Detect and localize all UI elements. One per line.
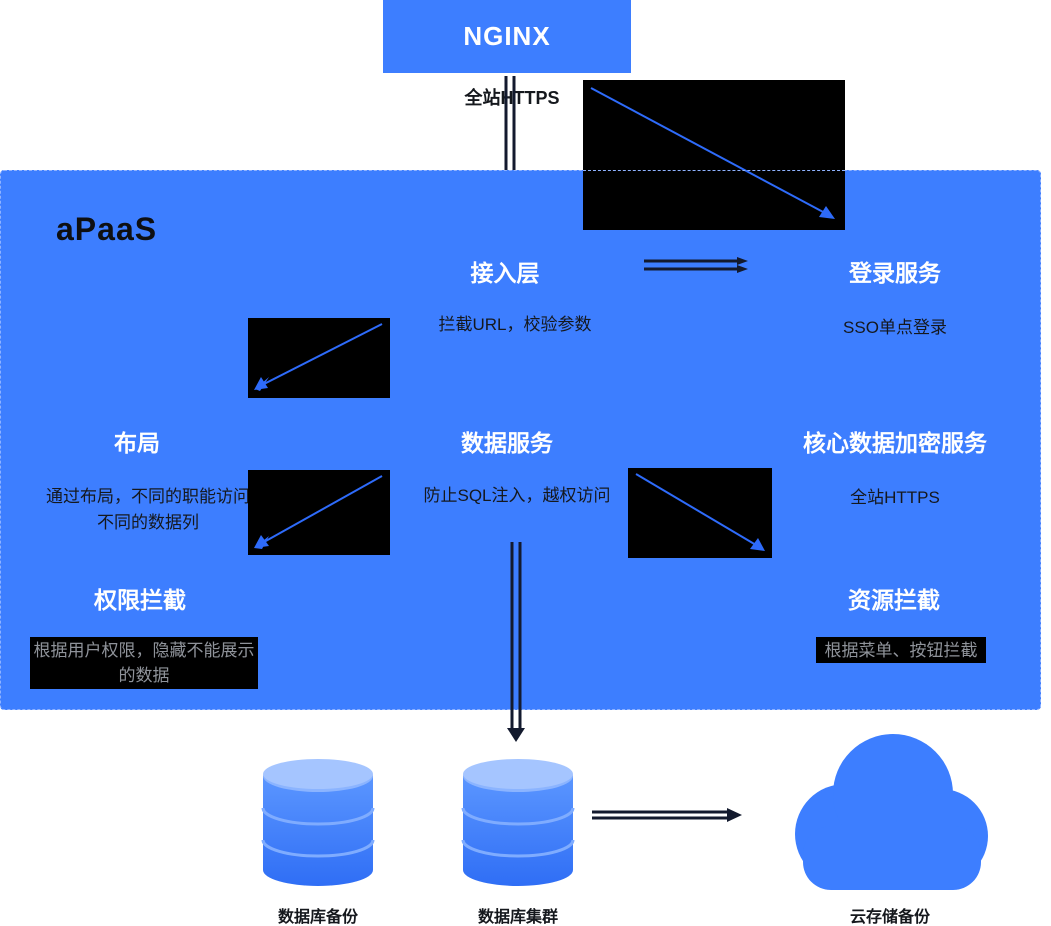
database-backup-icon	[261, 759, 375, 886]
node-access-title: 接入层	[470, 260, 540, 286]
node-permission-desc: 根据用户权限，隐藏不能展示 的数据	[30, 637, 258, 689]
diagonal-arrow-down-right-icon	[590, 87, 835, 219]
node-resource-desc: 根据菜单、按钮拦截	[816, 637, 986, 663]
node-layout-title: 布局	[114, 430, 160, 456]
node-encryption-title: 核心数据加密服务	[803, 430, 987, 456]
db-cluster-label: 数据库集群	[477, 909, 558, 926]
access-to-login-connector-icon	[644, 257, 748, 273]
diagonal-arrow-down-left-icon	[254, 475, 383, 549]
nginx-title: NGINX	[463, 21, 551, 51]
platform-border-dash-overlay	[583, 170, 845, 171]
node-login-title: 登录服务	[849, 260, 941, 286]
apaas-label: aPaaS	[56, 211, 158, 247]
arrow-panel-dataservice-to-resource	[628, 468, 772, 558]
arrow-panel-access-to-layout	[248, 318, 390, 398]
node-login-desc: SSO单点登录	[843, 318, 947, 337]
cloud-storage-icon	[795, 734, 988, 890]
arrow-panel-top-right	[583, 80, 845, 230]
cloud-backup-label: 云存储备份	[849, 909, 930, 926]
node-layout-desc: 通过布局，不同的职能访问 不同的数据列	[46, 487, 250, 532]
nginx-caption: 全站HTTPS	[464, 88, 560, 108]
node-data-service-desc: 防止SQL注入，越权访问	[423, 486, 611, 505]
db-backup-label: 数据库备份	[277, 909, 358, 926]
arrow-panel-dataservice-to-permission	[248, 470, 390, 555]
node-permission-title: 权限拦截	[94, 587, 186, 613]
database-cluster-icon	[461, 759, 575, 886]
dbcluster-to-cloud-connector-icon	[592, 808, 742, 822]
node-access-desc: 拦截URL，校验参数	[438, 315, 592, 334]
diagonal-arrow-down-left-icon	[254, 323, 383, 391]
diagonal-arrow-down-right-icon	[635, 473, 765, 551]
dataservice-to-dbcluster-connector-icon	[507, 542, 525, 742]
node-encryption-desc: 全站HTTPS	[850, 488, 940, 507]
nginx-header: NGINX	[383, 0, 631, 73]
node-resource-title: 资源拦截	[848, 587, 940, 613]
node-data-service-title: 数据服务	[461, 430, 553, 456]
